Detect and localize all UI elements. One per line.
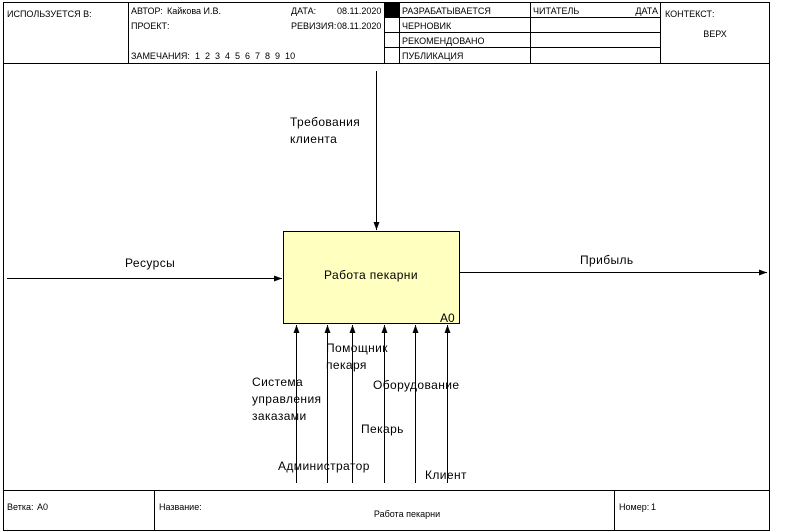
date-label: ДАТА:: [291, 6, 316, 16]
status-publication: ПУБЛИКАЦИЯ: [402, 51, 463, 61]
control-label-line2: клиента: [290, 132, 337, 146]
reader-date-label: ДАТА: [635, 6, 658, 16]
number-label: Номер:: [619, 502, 649, 512]
mechanism-label-baker: Пекарь: [361, 422, 404, 436]
number-value: 1: [651, 502, 656, 512]
notes-numbers: 1 2 3 4 5 6 7 8 9 10: [195, 51, 295, 61]
output-label: Прибыль: [580, 253, 634, 267]
mechanism-label-client: Клиент: [425, 468, 467, 482]
status-marker: [385, 3, 399, 17]
input-label: Ресурсы: [125, 256, 175, 270]
name-label: Название:: [159, 502, 202, 512]
status-recommended: РЕКОМЕНДОВАНО: [402, 36, 484, 46]
mechanism-label-system-line3: заказами: [252, 409, 307, 423]
reader-label: ЧИТАТЕЛЬ: [533, 6, 579, 16]
header-frame: [3, 2, 770, 64]
author-value: Кайкова И.В.: [167, 6, 221, 16]
used-in-label: ИСПОЛЬЗУЕТСЯ В:: [7, 9, 92, 19]
date-value: 08.11.2020: [337, 6, 381, 16]
mechanism-label-administrator: Администратор: [278, 459, 370, 473]
status-draft: ЧЕРНОВИК: [402, 21, 452, 31]
project-label: ПРОЕКТ:: [131, 21, 170, 31]
context-value: ВЕРХ: [703, 29, 727, 39]
control-label-line1: Требования: [290, 115, 360, 129]
function-box-title: Работа пекарни: [324, 268, 418, 282]
notes-label: ЗАМЕЧАНИЯ:: [131, 51, 190, 61]
context-label: КОНТЕКСТ:: [665, 9, 714, 19]
mechanism-label-system-line2: управления: [252, 392, 321, 406]
revision-label: РЕВИЗИЯ:: [291, 21, 336, 31]
name-value: Работа пекарни: [374, 509, 440, 519]
node-value: A0: [37, 502, 48, 512]
mechanism-label-system-line1: Система: [252, 375, 303, 389]
mechanism-label-assistant-line2: пекаря: [326, 358, 367, 372]
status-developing: РАЗРАБАТЫВАЕТСЯ: [402, 6, 491, 16]
footer-frame: [3, 490, 770, 531]
revision-value: 08.11.2020: [337, 21, 381, 31]
mechanism-label-assistant-line1: Помощник: [326, 341, 388, 355]
drawing-frame: [3, 63, 770, 491]
function-box-id: A0: [440, 311, 455, 325]
node-label: Ветка:: [7, 502, 33, 512]
mechanism-label-equipment: Оборудование: [373, 378, 459, 392]
function-box[interactable]: [283, 231, 460, 324]
author-label: АВТОР:: [131, 6, 163, 16]
